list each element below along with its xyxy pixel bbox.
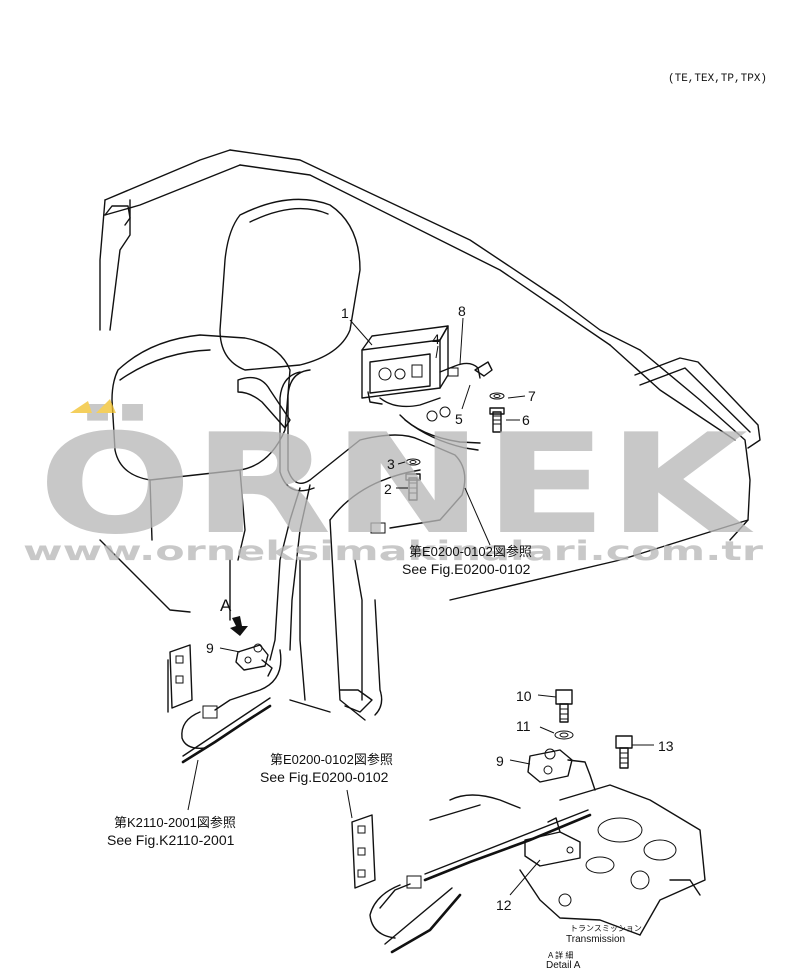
callout-13: 13 — [658, 738, 674, 754]
left-mount-bracket — [167, 644, 193, 713]
transmission-en: Transmission — [566, 934, 625, 945]
reference-notes: 第E0200-0102図参照 See Fig.E0200-0102 第E0200… — [107, 544, 642, 970]
callout-3: 3 — [387, 456, 395, 472]
operator-seat — [111, 198, 361, 561]
transmission-jp: トランスミッション — [570, 924, 642, 933]
variant-note: (TE,TEX,TP,TPX) — [668, 73, 767, 85]
harness-connector-upper — [370, 522, 386, 534]
callout-9-lower: 9 — [496, 753, 504, 769]
detail-a-arrow — [230, 616, 248, 636]
machine-lower-frame — [99, 469, 421, 721]
watermark-accent-icon — [70, 399, 116, 413]
harness-connector-left — [202, 705, 218, 719]
callout-1: 1 — [341, 305, 349, 321]
detail-a-assembly — [351, 689, 706, 954]
callout-8: 8 — [458, 303, 466, 319]
watermark: ÖRNEK www.orneksimakinalari.com.tr — [23, 399, 764, 567]
detail-en: Detail A — [546, 960, 581, 970]
bolt-6-washer-7 — [489, 392, 505, 433]
ref2-en: See Fig.E0200-0102 — [260, 769, 389, 785]
ref3-en: See Fig.K2110-2001 — [107, 832, 235, 848]
callout-10: 10 — [516, 688, 532, 704]
sensor-9-upper — [230, 616, 273, 677]
leader-lines — [187, 317, 654, 896]
watermark-brand: ÖRNEK — [38, 404, 755, 565]
ref1-en: See Fig.E0200-0102 — [402, 561, 531, 577]
detail-marker-a: A — [220, 596, 232, 615]
wire-harness — [181, 369, 481, 764]
callout-5: 5 — [455, 411, 463, 427]
controller-box — [361, 325, 493, 422]
watermark-url: www.orneksimakinalari.com.tr — [23, 536, 764, 567]
machine-body-outline — [99, 149, 761, 601]
ref1-jp: 第E0200-0102図参照 — [409, 544, 532, 559]
detail-jp: A 詳 細 — [548, 950, 573, 960]
ref2-jp: 第E0200-0102図参照 — [270, 752, 393, 767]
callout-12: 12 — [496, 897, 512, 913]
callout-9-upper: 9 — [206, 640, 214, 656]
bolt-2-washer-3 — [405, 458, 421, 501]
callout-4: 4 — [432, 331, 440, 347]
callout-11: 11 — [516, 718, 531, 734]
ref3-jp: 第K2110-2001図参照 — [114, 815, 236, 830]
callout-2: 2 — [384, 481, 392, 497]
callout-numbers: 1 4 8 5 7 6 3 2 9 10 11 13 9 12 A — [206, 303, 674, 913]
callout-6: 6 — [522, 412, 530, 428]
callout-7: 7 — [528, 388, 536, 404]
